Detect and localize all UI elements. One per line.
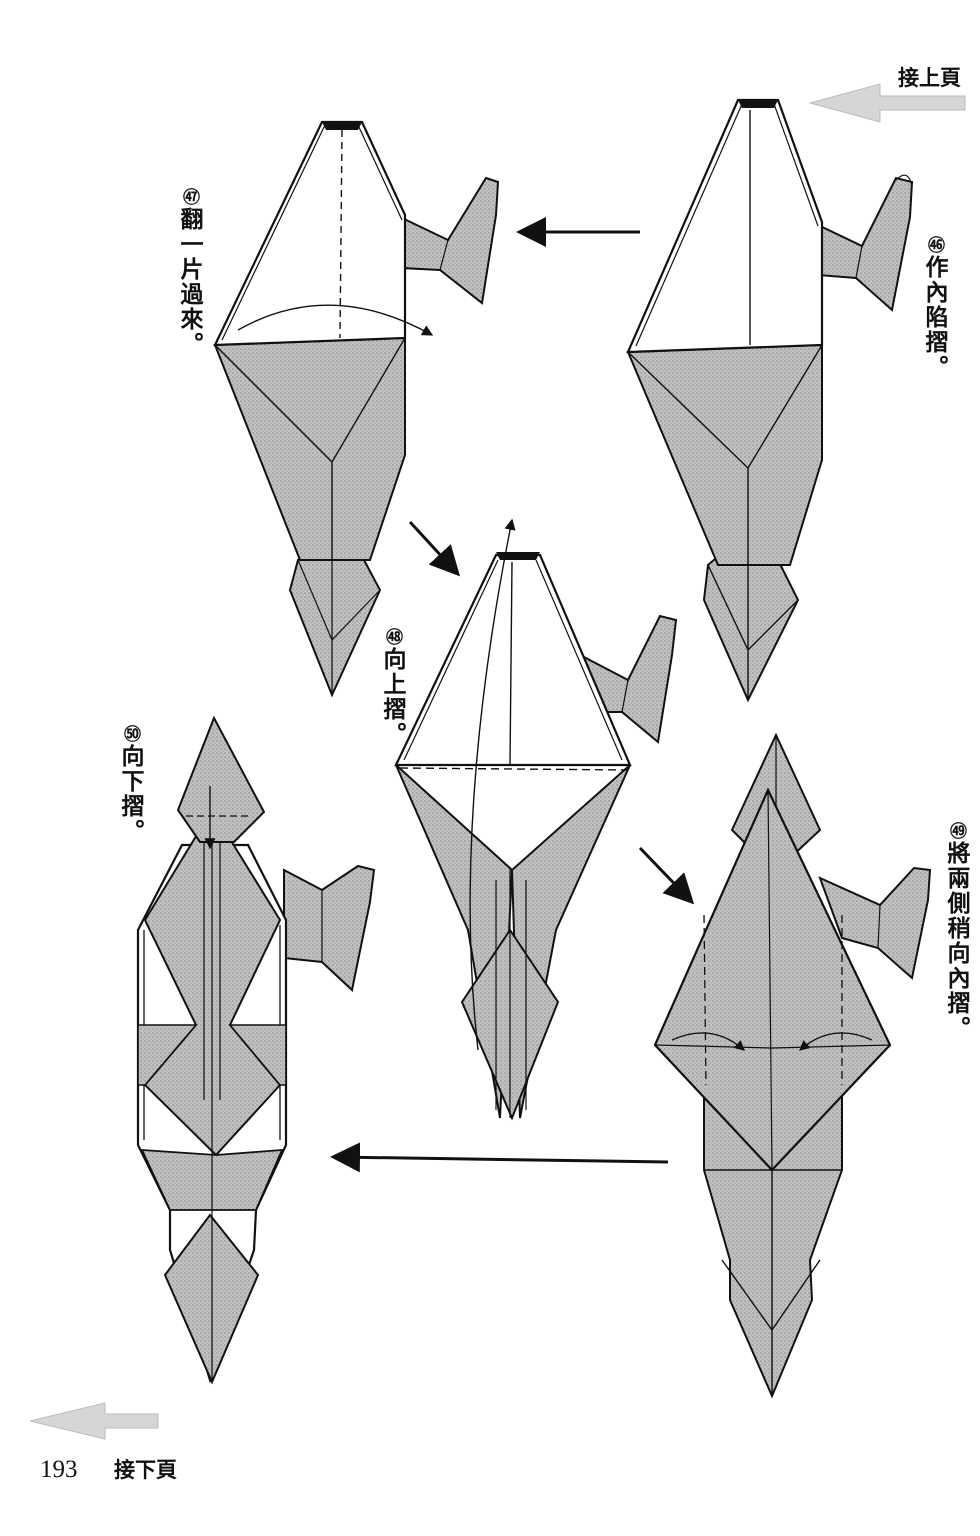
step-50-number: ㊿ [120, 725, 140, 744]
step-50-caption: ㊿向下摺。 [117, 725, 143, 844]
step-50-figure [136, 715, 376, 1385]
step-49-figure [653, 732, 932, 1399]
step-48-caption: ㊽向上摺。 [379, 628, 405, 747]
continue-to-next-label: 接下頁 [114, 1458, 177, 1482]
step-49-caption: ㊾將兩側稍向內摺。 [943, 822, 969, 1041]
step-46-figure [626, 98, 914, 703]
step-49-number: ㊾ [946, 822, 966, 841]
step-47-text: 翻一片過來。 [176, 207, 202, 357]
continue-from-prev-label: 接上頁 [898, 66, 961, 90]
step-48-number: ㊽ [382, 628, 402, 647]
step-48-figure [394, 518, 678, 1121]
step-47-figure [213, 120, 500, 698]
step-46-caption: ㊻作內陷摺。 [921, 236, 947, 380]
step-47-caption: ㊼翻一片過來。 [176, 188, 202, 357]
arrow-48-to-49-icon [638, 846, 695, 905]
step-47-number: ㊼ [179, 188, 199, 207]
step-46-number: ㊻ [924, 236, 944, 255]
arrow-49-to-50-icon [330, 1142, 669, 1173]
sequence-arrows [330, 217, 695, 1173]
page-number: 193 [40, 1456, 78, 1483]
step-48-text: 向上摺。 [379, 647, 405, 747]
step-49-text: 將兩側稍向內摺。 [943, 841, 969, 1041]
prev-page-arrow-icon [808, 83, 966, 123]
step-50-text: 向下摺。 [117, 744, 143, 844]
arrow-47-to-48-icon [408, 520, 461, 577]
step-46-text: 作內陷摺。 [921, 255, 947, 380]
next-page-arrow-icon [29, 1402, 159, 1440]
